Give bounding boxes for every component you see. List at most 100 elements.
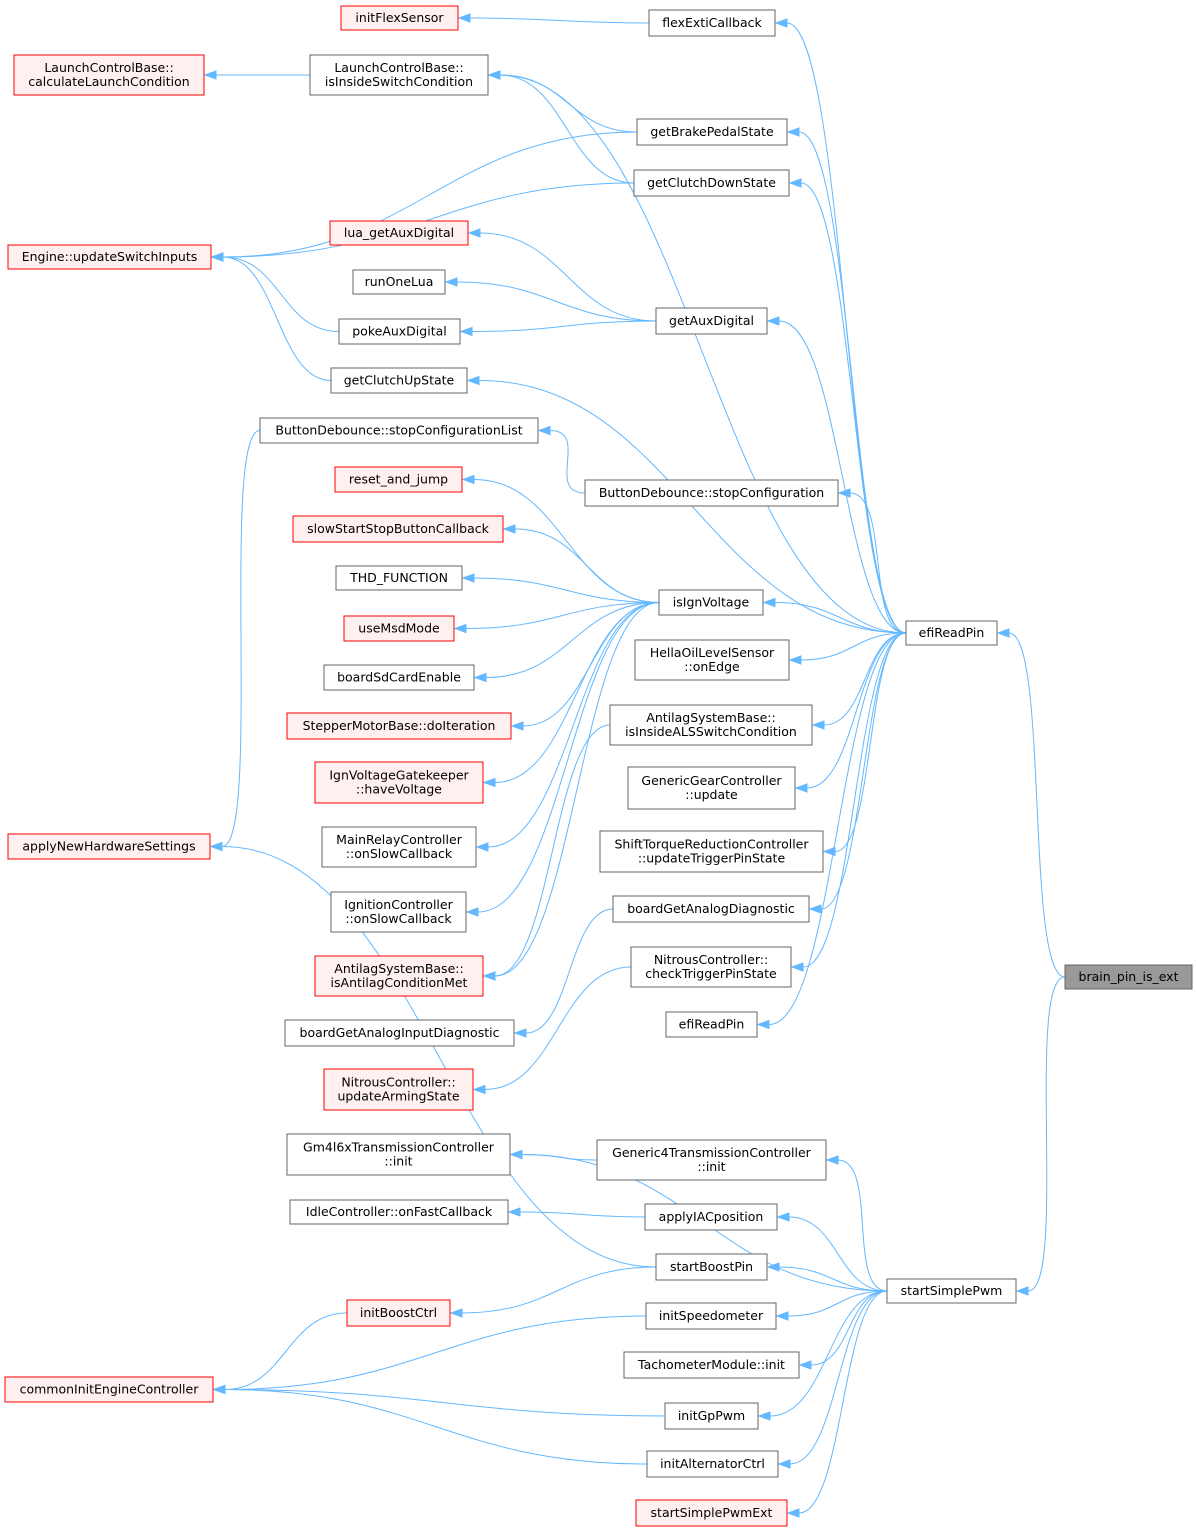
node-slow-start-stop[interactable]: slowStartStopButtonCallback xyxy=(292,515,504,543)
node-engine-update-switch[interactable]: Engine::updateSwitchInputs xyxy=(7,244,212,270)
node-label: ShiftTorqueReductionController xyxy=(614,837,809,852)
node-start-simple-pwm[interactable]: startSimplePwm xyxy=(886,1278,1017,1304)
node-get-aux-digital[interactable]: getAuxDigital xyxy=(655,307,768,335)
edge-bd-stop-list-to-bd-stop xyxy=(537,425,586,494)
node-init-flex-sensor[interactable]: initFlexSensor xyxy=(340,5,459,31)
node-box xyxy=(284,1019,515,1047)
node-lcb-is-inside[interactable]: LaunchControlBase::isInsideSwitchConditi… xyxy=(309,54,489,96)
node-nitrous-arming[interactable]: NitrousController::updateArmingState xyxy=(323,1068,474,1111)
node-label: applyNewHardwareSettings xyxy=(22,839,195,854)
edge-apply-new-hw-to-start-boost-pin xyxy=(209,841,657,1268)
node-thd-function[interactable]: THD_FUNCTION xyxy=(335,565,463,591)
node-box xyxy=(609,704,813,746)
node-nitrous-check[interactable]: NitrousController::checkTriggerPinState xyxy=(630,946,792,988)
node-apply-new-hw[interactable]: applyNewHardwareSettings xyxy=(7,833,211,860)
node-board-get-analog-input-diag[interactable]: boardGetAnalogInputDiagnostic xyxy=(284,1019,515,1047)
node-get-clutch-down-state[interactable]: getClutchDownState xyxy=(633,169,790,197)
node-label: LaunchControlBase:: xyxy=(334,60,463,75)
node-init-gp-pwm[interactable]: initGpPwm xyxy=(664,1402,759,1430)
node-lua-get-aux-digital[interactable]: lua_getAuxDigital xyxy=(329,220,469,246)
node-hella-on-edge[interactable]: HellaOilLevelSensor::onEdge xyxy=(634,639,790,681)
node-poke-aux-digital[interactable]: pokeAuxDigital xyxy=(338,318,461,345)
node-bd-stop-list[interactable]: ButtonDebounce::stopConfigurationList xyxy=(259,417,539,444)
node-als-switch[interactable]: AntilagSystemBase::isInsideALSSwitchCond… xyxy=(609,704,813,746)
node-reset-and-jump[interactable]: reset_and_jump xyxy=(334,466,463,493)
node-generic-gear[interactable]: GenericGearController::update xyxy=(627,766,796,810)
node-init-alternator[interactable]: initAlternatorCtrl xyxy=(646,1450,779,1478)
node-box xyxy=(664,1402,759,1430)
node-shift-torque[interactable]: ShiftTorqueReductionController::updateTr… xyxy=(599,830,824,873)
node-get-clutch-up-state[interactable]: getClutchUpState xyxy=(330,367,468,394)
node-bd-stop[interactable]: ButtonDebounce::stopConfiguration xyxy=(584,479,839,507)
edge-init-speedometer-to-start-simple-pwm xyxy=(775,1290,888,1321)
edge-board-get-analog-input-diag-to-board-get-analog-diag xyxy=(513,908,614,1038)
node-label: ::init xyxy=(697,1159,725,1174)
node-label: reset_and_jump xyxy=(349,472,448,487)
node-board-get-analog-diag[interactable]: boardGetAnalogDiagnostic xyxy=(612,895,810,923)
node-label: efiReadPin xyxy=(919,625,985,640)
node-box xyxy=(330,367,468,394)
edge-run-one-lua-to-get-aux-digital xyxy=(444,277,657,322)
node-tachometer[interactable]: TachometerModule::init xyxy=(623,1351,800,1379)
node-label: flexExtiCallback xyxy=(662,15,762,30)
edge-lcb-is-inside-to-get-clutch-down-state xyxy=(487,70,635,184)
edge-efi-read-pin1-to-root xyxy=(996,628,1066,978)
node-start-simple-pwm-ext[interactable]: startSimplePwmExt xyxy=(635,1499,788,1527)
node-label: AntilagSystemBase:: xyxy=(646,710,775,725)
edge-apply-new-hw-to-bd-stop-list xyxy=(209,430,261,852)
edge-flex-exti-callback-to-efi-read-pin1 xyxy=(774,18,907,634)
node-main-relay[interactable]: MainRelayController::onSlowCallback xyxy=(321,826,477,868)
node-lcb-calc[interactable]: LaunchControlBase::calculateLaunchCondit… xyxy=(13,54,205,96)
node-ign-gatekeeper[interactable]: IgnVoltageGatekeeper::haveVoltage xyxy=(314,761,484,804)
node-box xyxy=(623,1351,800,1379)
node-init-speedometer[interactable]: initSpeedometer xyxy=(645,1302,777,1330)
node-box xyxy=(4,1376,214,1403)
node-ignition-ctrl[interactable]: IgnitionController::onSlowCallback xyxy=(330,891,467,933)
node-label: MainRelayController xyxy=(336,832,463,847)
node-box xyxy=(292,515,504,543)
node-start-boost-pin[interactable]: startBoostPin xyxy=(655,1253,768,1281)
node-label: Gm4l6xTransmissionController xyxy=(303,1140,495,1155)
node-label: HellaOilLevelSensor xyxy=(650,645,775,660)
edge-lcb-is-inside-to-efi-read-pin1 xyxy=(487,70,907,634)
edge-engine-update-switch-to-poke-aux-digital xyxy=(210,252,340,332)
node-efi-read-pin2[interactable]: efiReadPin xyxy=(665,1011,758,1038)
node-apply-iac[interactable]: applyIACposition xyxy=(644,1203,778,1231)
node-get-brake-pedal-state[interactable]: getBrakePedalState xyxy=(636,118,788,146)
node-common-init[interactable]: commonInitEngineController xyxy=(4,1376,214,1403)
node-run-one-lua[interactable]: runOneLua xyxy=(352,269,446,295)
node-box xyxy=(584,479,839,507)
node-is-ign-voltage[interactable]: isIgnVoltage xyxy=(658,589,764,616)
node-board-sd-card-enable[interactable]: boardSdCardEnable xyxy=(323,664,475,691)
node-init-boost-ctrl[interactable]: initBoostCtrl xyxy=(346,1299,451,1327)
edge-use-msd-mode-to-is-ign-voltage xyxy=(453,602,660,634)
node-root[interactable]: brain_pin_is_ext xyxy=(1064,964,1193,990)
node-efi-read-pin1[interactable]: efiReadPin xyxy=(905,620,998,646)
node-idle-on-fast[interactable]: IdleController::onFastCallback xyxy=(289,1199,509,1225)
node-label: useMsdMode xyxy=(358,621,440,636)
node-box xyxy=(634,639,790,681)
node-box xyxy=(599,830,824,873)
edge-get-clutch-up-state-to-efi-read-pin1 xyxy=(466,375,907,634)
node-label: LaunchControlBase:: xyxy=(44,60,173,75)
edge-get-brake-pedal-state-to-efi-read-pin1 xyxy=(786,127,907,634)
node-als-cond-met[interactable]: AntilagSystemBase::isAntilagConditionMet xyxy=(314,955,484,997)
edge-board-get-analog-diag-to-efi-read-pin1 xyxy=(808,632,907,914)
edge-start-simple-pwm-to-root xyxy=(1015,976,1066,1296)
edge-common-init-to-init-speedometer xyxy=(212,1315,647,1395)
node-use-msd-mode[interactable]: useMsdMode xyxy=(343,615,455,642)
node-gm4l6x[interactable]: Gm4l6xTransmissionController::init xyxy=(286,1133,511,1176)
node-box xyxy=(648,9,776,37)
node-box xyxy=(314,955,484,997)
edge-engine-update-switch-to-get-clutch-up-state xyxy=(210,252,332,381)
node-box xyxy=(334,466,463,493)
node-stepper-do-iteration[interactable]: StepperMotorBase::doIteration xyxy=(286,712,512,740)
node-box xyxy=(329,220,469,246)
node-box xyxy=(259,417,539,444)
node-box xyxy=(596,1139,827,1181)
node-label: checkTriggerPinState xyxy=(645,966,777,981)
node-box xyxy=(1064,964,1193,990)
node-generic4[interactable]: Generic4TransmissionController::init xyxy=(596,1139,827,1181)
node-flex-exti-callback[interactable]: flexExtiCallback xyxy=(648,9,776,37)
